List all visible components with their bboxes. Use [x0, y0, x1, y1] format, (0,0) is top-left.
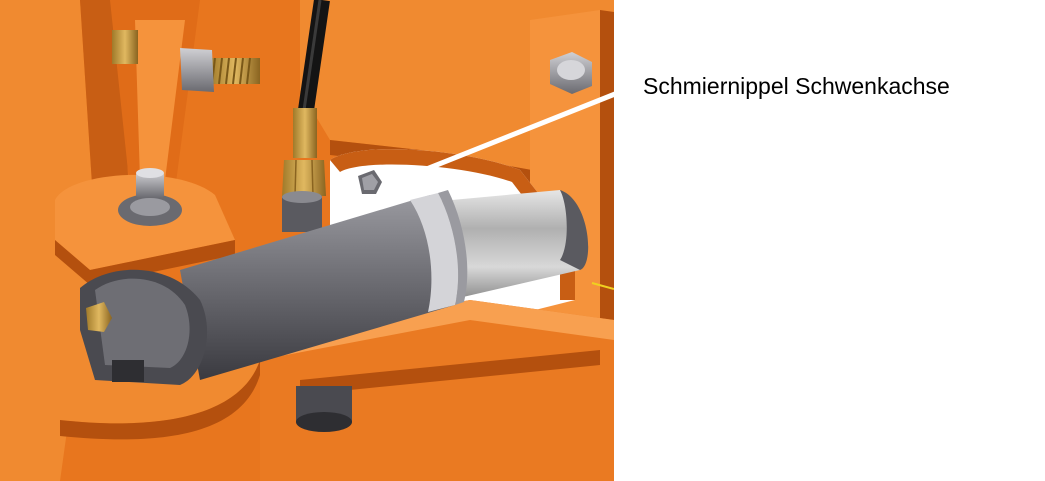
grease-nipple-left — [86, 302, 112, 332]
hose-fitting-sleeve — [293, 108, 317, 158]
cylinder-eye-pin — [112, 360, 144, 382]
frame-window-rim — [330, 149, 575, 300]
callout-label: Schmiernippel Schwenkachse — [643, 73, 950, 99]
bolt-head-top — [136, 172, 164, 198]
frame-bracket-right-side — [600, 10, 614, 330]
frame-swivel-plate-upper-edge — [55, 240, 235, 285]
cylinder-port-top — [282, 191, 322, 203]
bolt-head-right-top — [557, 60, 585, 80]
piston-rod — [430, 190, 580, 300]
nut-top — [180, 48, 214, 92]
frame-swivel-plate-lower-edge — [60, 360, 260, 440]
cylinder-collar — [410, 193, 459, 312]
frame-link-upper-face — [135, 20, 185, 180]
bolt-yellow — [112, 30, 138, 64]
cylinder-eye-face — [95, 278, 190, 368]
arrow-icon — [380, 89, 623, 188]
frame-block-lower-rib — [300, 350, 600, 395]
thread-lines — [211, 57, 251, 85]
frame-block-lower-top — [260, 300, 614, 360]
cylinder-body — [180, 195, 455, 380]
hose-fitting-nut — [282, 160, 326, 196]
hydraulic-hose — [298, 0, 330, 112]
hydraulic-hose-highlight — [302, 0, 322, 111]
washer-inner — [130, 198, 170, 216]
piston-rod-end — [560, 190, 589, 270]
grease-nipple-icon — [358, 170, 382, 194]
bolt-lower-bottom — [296, 412, 352, 432]
bolt-head-top-cap — [136, 168, 164, 178]
yellow-line — [591, 282, 614, 290]
frame-block-lower — [260, 300, 614, 481]
cylinder-collar-shadow — [438, 190, 468, 305]
fitting-facets — [294, 159, 314, 197]
